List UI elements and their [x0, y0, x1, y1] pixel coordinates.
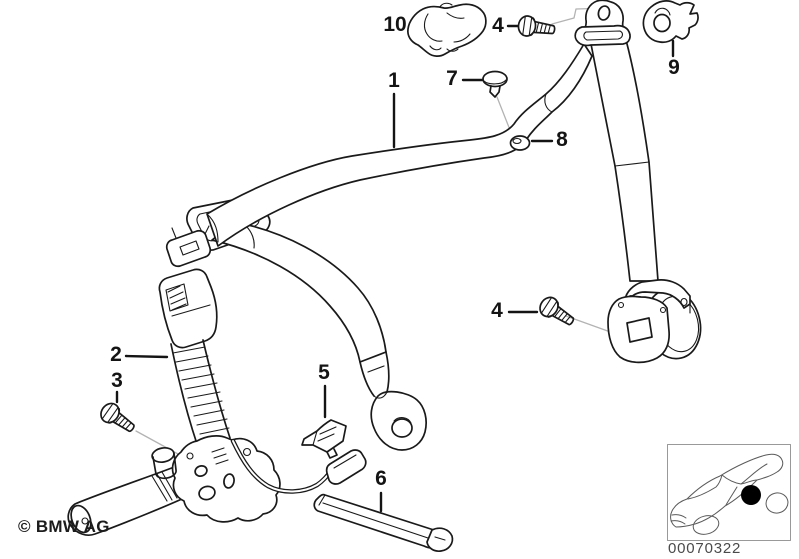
belt-stop-washer — [509, 135, 531, 151]
belt-tensioner-mechanism — [67, 435, 281, 536]
callout-4-top[interactable]: 4 — [492, 14, 504, 37]
callout-2[interactable]: 2 — [110, 343, 122, 366]
callout-7[interactable]: 7 — [446, 67, 458, 90]
fastening-strap — [313, 493, 454, 552]
wiring-clip — [301, 419, 347, 459]
lower-anchor-plate — [359, 351, 427, 451]
vertical-belt-webbing — [590, 39, 659, 282]
callout-3[interactable]: 3 — [111, 369, 123, 392]
bolt-icon — [96, 399, 140, 438]
seat-position-dot — [741, 485, 761, 505]
callout-8[interactable]: 8 — [556, 128, 568, 151]
belt-guide-cover — [407, 2, 487, 57]
copyright-notice: © BMW AG — [18, 517, 110, 536]
bolt-icon — [516, 14, 557, 41]
anchor-loop-ring — [574, 24, 631, 47]
callout-1[interactable]: 1 — [388, 69, 400, 92]
belt-push-button — [482, 70, 508, 98]
callout-4-lower[interactable]: 4 — [491, 299, 503, 322]
bolt-icon — [535, 293, 579, 332]
buckle-and-stalk — [158, 268, 231, 445]
callout-9[interactable]: 9 — [668, 56, 680, 79]
callout-10[interactable]: 10 — [383, 13, 407, 36]
leader-line — [124, 354, 169, 359]
car-position-thumbnail — [667, 444, 791, 541]
lap-belt-webbing — [211, 221, 387, 363]
cable-connector — [325, 449, 367, 485]
belt-retractor — [607, 279, 702, 364]
shoulder-belt-webbing — [206, 43, 593, 247]
tongue-latch-plate — [165, 225, 212, 268]
callout-6[interactable]: 6 — [375, 467, 387, 490]
mounting-clip — [642, 0, 699, 44]
callout-5[interactable]: 5 — [318, 361, 330, 384]
tensioner-cable — [230, 438, 367, 494]
car-outline-icon — [670, 453, 789, 535]
diagram-reference-number: 00070322 — [668, 540, 742, 557]
retractor-label — [626, 317, 653, 343]
